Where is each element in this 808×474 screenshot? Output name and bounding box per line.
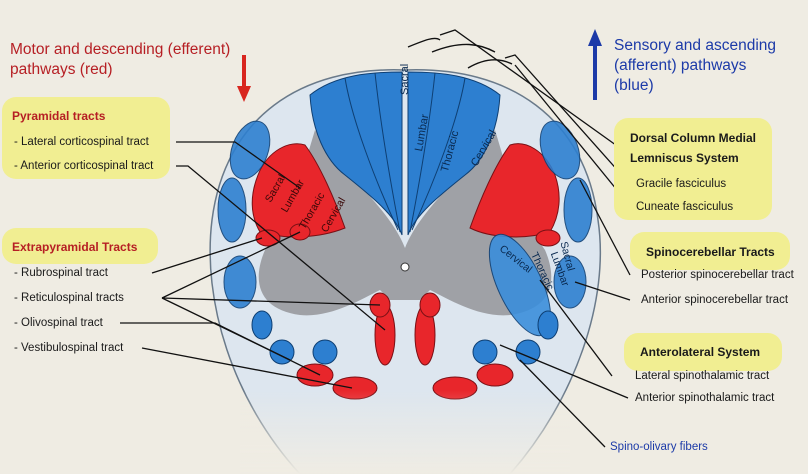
dorsal-label-sacral: Sacral [399,63,411,95]
anterolateral-item-lateral-stt: Lateral spinothalamic tract [635,370,770,382]
anterior-tracts-red [255,223,561,400]
sensory-header-line1: Sensory and ascending [614,37,777,54]
spinocerebellar-item-posterior: Posterior spinocerebellar tract [641,269,794,281]
extrapyramidal-item-olivospinal: - Olivospinal tract [14,317,103,329]
sensory-header: Sensory and ascending (afferent) pathway… [614,36,776,96]
pyramidal-box [2,97,170,179]
anterolateral-box [624,333,782,371]
motor-header-line1: Motor and descending (efferent) [10,41,231,58]
extrapyramidal-box [2,228,158,264]
spinocerebellar-box [630,232,790,270]
leader-lines [120,29,631,448]
motor-arrow [237,55,251,102]
spinocerebellar-bands [217,120,593,337]
dorsal-columns [309,71,501,236]
dorsal-item-cuneate: Cuneate fasciculus [636,201,734,213]
dorsal-item-gracile: Gracile fasciculus [636,178,727,190]
dorsal-title-line2: Lemniscus System [630,151,739,165]
motor-header: Motor and descending (efferent) pathways… [10,40,230,80]
central-canal [400,262,410,272]
anterolateral-item-anterior-stt: Anterior spinothalamic tract [635,392,775,404]
pyramidal-item-anterior-cst: - Anterior corticospinal tract [14,160,154,172]
gray-matter [258,130,552,316]
anterior-tracts-blue [251,310,559,365]
pyramidal-item-lateral-cst: - Lateral corticospinal tract [14,136,149,148]
spinocerebellar-title: Spinocerebellar Tracts [646,245,775,259]
sensory-arrow [588,29,602,100]
extrapyramidal-item-rubrospinal: - Rubrospinal tract [14,267,108,279]
pyramidal-title: Pyramidal tracts [12,109,106,123]
motor-header-line2: pathways (red) [10,61,113,78]
dorsal-column-box [614,118,772,220]
spinocerebellar-item-anterior: Anterior spinocerebellar tract [641,294,789,306]
extrapyramidal-item-reticulospinal: - Reticulospinal tracts [14,292,124,304]
extrapyramidal-title: Extrapyramidal Tracts [12,240,138,254]
dorsal-bracket [407,37,513,69]
dorsal-title-line1: Dorsal Column Medial [630,131,757,145]
sensory-header-line3: (blue) [614,77,654,94]
sensory-header-line2: (afferent) pathways [614,57,747,74]
extrapyramidal-item-vestibulospinal: - Vestibulospinal tract [14,342,124,354]
anterolateral-title: Anterolateral System [640,345,761,359]
spino-olivary-label: Spino-olivary fibers [610,441,708,453]
